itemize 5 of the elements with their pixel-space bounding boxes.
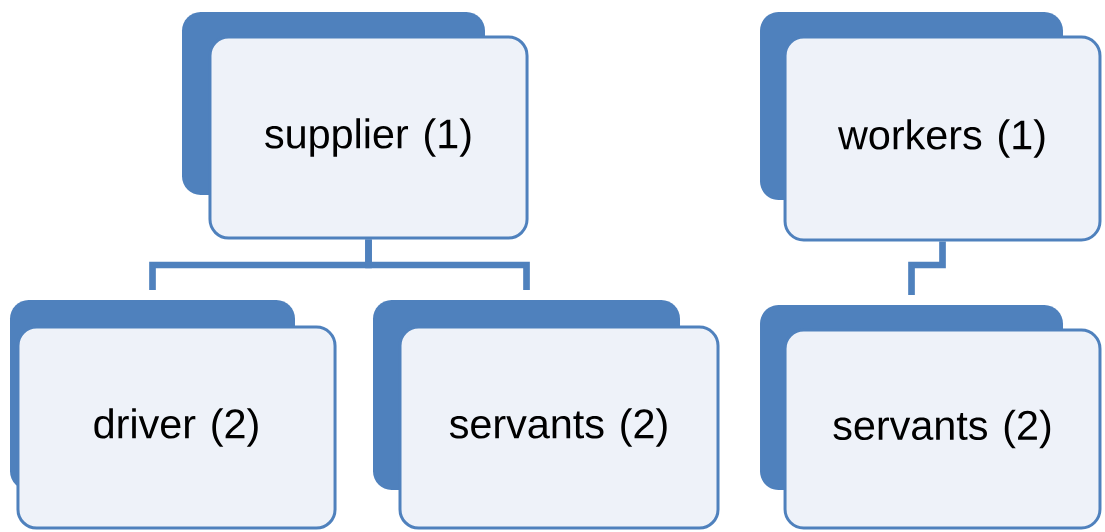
- org-box: servants (2): [373, 300, 720, 530]
- org-box: driver (2): [10, 300, 337, 530]
- org-box: workers (1): [760, 12, 1102, 242]
- org-box: servants (2): [760, 305, 1102, 530]
- org-box: supplier (1): [182, 12, 529, 240]
